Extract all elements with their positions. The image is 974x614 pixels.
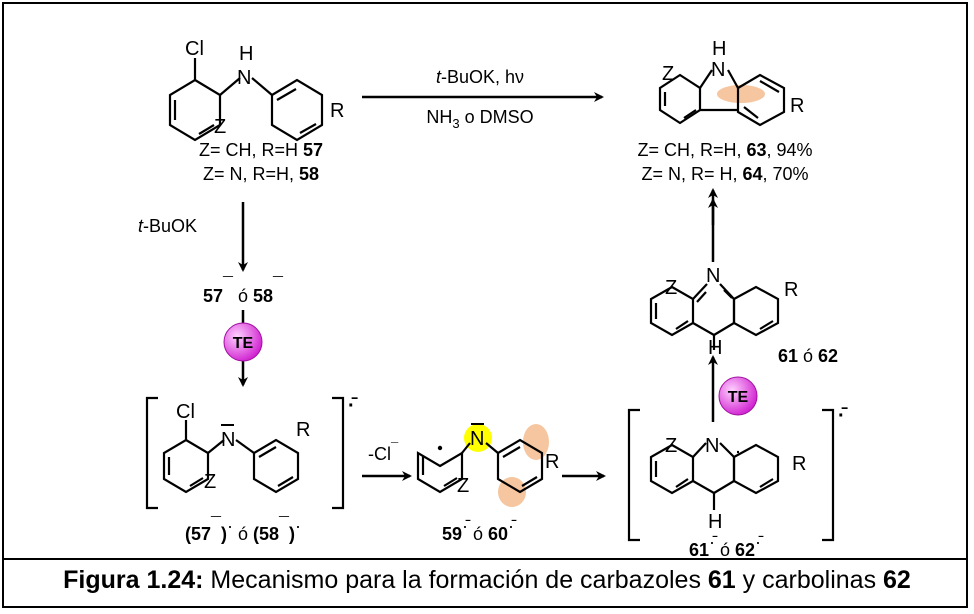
r59-atom-r: R bbox=[545, 451, 559, 473]
cn-atom-h: H bbox=[708, 337, 722, 359]
radical-anion-structure bbox=[145, 396, 345, 510]
cyclized-radical-label: 61·̄ ó 62·̄ bbox=[689, 532, 764, 560]
cn-atom-r: R bbox=[784, 279, 798, 301]
te-sphere-right: TE bbox=[718, 376, 758, 416]
cyclized-neutral-label: 61 ó 62 bbox=[778, 346, 838, 366]
radical-59-60-label: 59·̄ ó 60·̄ bbox=[442, 516, 517, 544]
te-sphere-left: TE bbox=[223, 322, 263, 362]
product-atom-r: R bbox=[790, 95, 804, 117]
r59-atom-n: N bbox=[470, 428, 484, 450]
product-atom-z: Z bbox=[662, 63, 674, 85]
product-atom-h: H bbox=[712, 38, 726, 60]
caption-text-2: y carbolinas bbox=[735, 566, 884, 594]
caption-num-61: 61 bbox=[707, 566, 736, 594]
ra-atom-r: R bbox=[296, 419, 310, 441]
svg-text:TE: TE bbox=[728, 389, 749, 406]
cr-radical-charge: ·̄ bbox=[838, 405, 848, 427]
radical-anion-label: (57¯)· ó (58¯)· bbox=[185, 514, 301, 544]
ra-atom-n: N bbox=[221, 429, 235, 451]
ra-atom-z: Z bbox=[204, 471, 216, 493]
ra-radical-charge: ·̄ bbox=[348, 395, 358, 417]
scheme-border bbox=[2, 2, 968, 608]
ra-atom-cl: Cl bbox=[176, 401, 195, 423]
atom-cl: Cl bbox=[185, 38, 204, 60]
product-atom-n: N bbox=[711, 59, 725, 81]
atom-n: N bbox=[237, 67, 251, 89]
cn-atom-n: N bbox=[706, 265, 720, 287]
cr-atom-z: Z bbox=[665, 435, 677, 457]
product-label-64: Z= N, R= H, 64, 70% bbox=[641, 164, 808, 184]
atom-h: H bbox=[239, 43, 253, 65]
cyclized-radical-anion-structure bbox=[627, 408, 835, 542]
loss-cl-label: -Cl¯ bbox=[368, 440, 399, 464]
svg-text:TE: TE bbox=[233, 335, 254, 352]
cr-atom-n: N bbox=[705, 435, 719, 457]
product-label-63: Z= CH, R=H, 63, 94% bbox=[637, 140, 812, 160]
cr-atom-r: R bbox=[792, 453, 806, 475]
left-reagent-label: t-BuOK bbox=[138, 216, 197, 236]
caption-num-62: 62 bbox=[883, 566, 911, 594]
anions-57-58: 57¯ ó 58¯ bbox=[203, 274, 284, 306]
caption-divider bbox=[4, 558, 966, 560]
atom-z: Z bbox=[214, 116, 226, 138]
cr-atom-h: H bbox=[708, 511, 722, 533]
aryl-radical-structure: N Z R bbox=[416, 423, 559, 507]
start-label-57: Z= CH, R=H 57 bbox=[199, 140, 323, 160]
top-solvent-label: NH3 o DMSO bbox=[426, 107, 533, 131]
cn-atom-z: Z bbox=[665, 277, 677, 299]
r59-atom-z: Z bbox=[457, 475, 469, 497]
atom-r: R bbox=[330, 100, 344, 122]
caption-text-1: Mecanismo para la formación de carbazole… bbox=[203, 566, 708, 594]
figure-caption: Figura 1.24: Mecanismo para la formación… bbox=[0, 566, 974, 595]
caption-prefix: Figura 1.24: bbox=[63, 566, 204, 594]
top-reagent-label: t-BuOK, hν bbox=[436, 67, 524, 87]
cyclized-neutral-structure bbox=[649, 283, 780, 350]
start-label-58: Z= N, R=H, 58 bbox=[203, 164, 319, 184]
start-material-structure bbox=[168, 58, 324, 142]
r59-radical-dot bbox=[437, 445, 443, 451]
product-structure: Z H N R bbox=[658, 38, 804, 127]
